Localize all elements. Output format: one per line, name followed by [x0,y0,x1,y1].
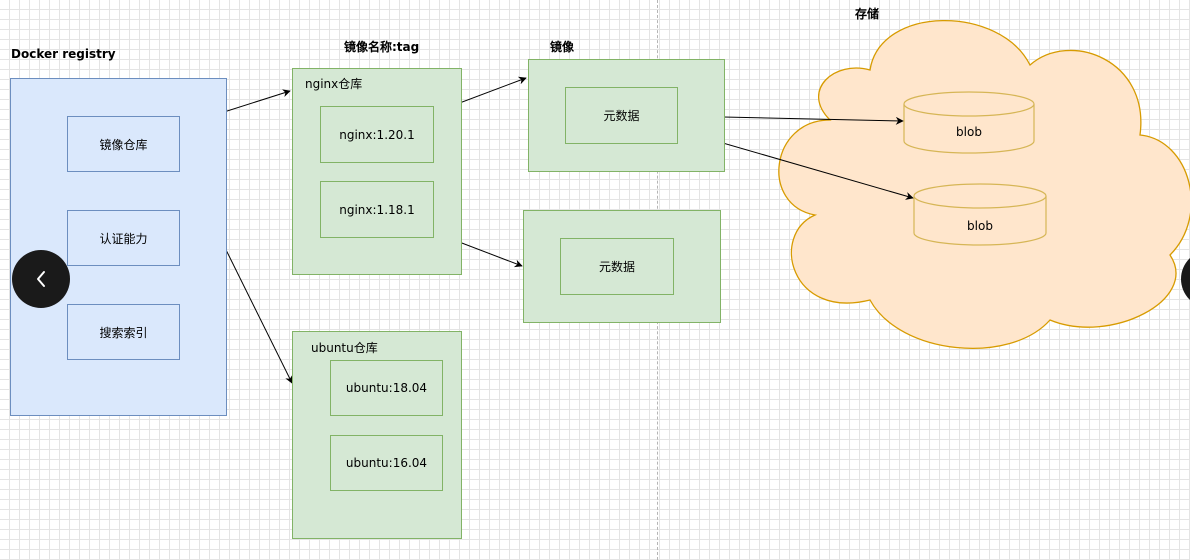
repo-ubuntu-label: ubuntu仓库 [311,341,378,355]
title-storage: 存储 [855,7,880,21]
title-docker-registry: Docker registry [11,47,116,61]
nav-next-button[interactable] [1181,250,1190,308]
blob-label-2: blob [967,219,993,233]
image-metadata-2[interactable]: 元数据 [560,238,674,295]
tag-nginx-1-20-1[interactable]: nginx:1.20.1 [320,106,434,163]
title-image: 镜像 [550,40,575,54]
tag-nginx-1-18-1[interactable]: nginx:1.18.1 [320,181,434,238]
registry-item-auth[interactable]: 认证能力 [67,210,180,266]
tag-ubuntu-18-04[interactable]: ubuntu:18.04 [330,360,443,416]
nav-back-button[interactable] [12,250,70,308]
registry-item-search-index[interactable]: 搜索索引 [67,304,180,360]
title-image-name-tag: 镜像名称:tag [344,40,420,54]
repo-nginx-panel[interactable] [292,68,462,275]
chevron-left-icon [37,271,45,287]
image-metadata-1[interactable]: 元数据 [565,87,678,144]
blob-cylinder [903,91,1035,154]
registry-item-image-repo[interactable]: 镜像仓库 [67,116,180,172]
tag-ubuntu-16-04[interactable]: ubuntu:16.04 [330,435,443,491]
blob-cylinder [913,183,1047,246]
repo-nginx-label: nginx仓库 [305,77,363,91]
blob-label-1: blob [956,125,982,139]
